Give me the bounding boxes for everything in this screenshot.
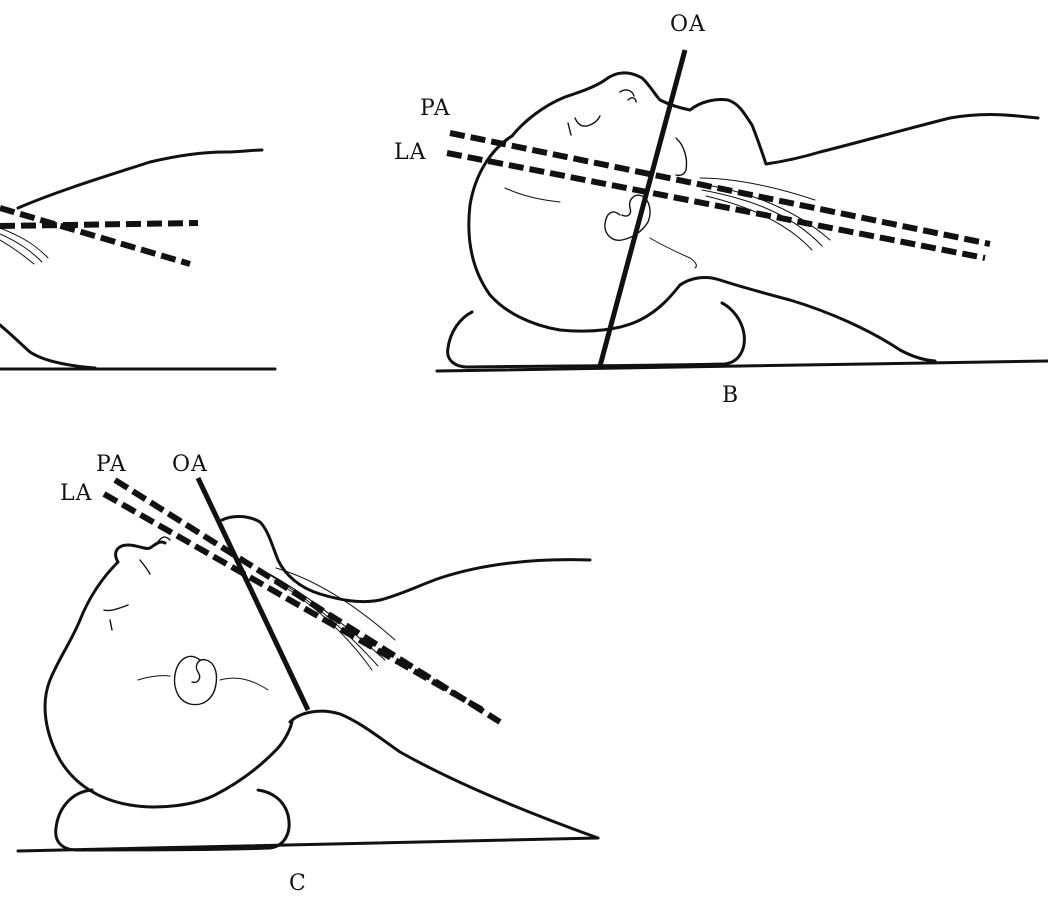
panel-b-label-la: LA: [394, 140, 427, 165]
panel-a-axis-upper: [0, 220, 199, 229]
panel-b-axis-oa: [597, 49, 688, 367]
panel-b-shoulder: [678, 276, 937, 363]
panel-b-eyelash: [567, 115, 601, 136]
panel-b-eye-brow: [619, 89, 637, 103]
panel-a-neck-back-outline: [16, 148, 264, 210]
panel-c-pillow: [54, 788, 291, 852]
panel-b-ear: [604, 194, 651, 241]
panel-a: [0, 148, 277, 371]
panel-b-neck-muscle-lines: [699, 177, 831, 251]
panel-b-letter: B: [722, 383, 738, 408]
panel-b-jaw-stubble: [504, 187, 697, 269]
panel-c-ear: [173, 655, 218, 706]
panel-c-table-line: [16, 836, 600, 853]
panel-c-axis-oa: [195, 476, 311, 712]
panel-c-back-of-head: [220, 515, 592, 604]
panel-b: OA PA LA B: [394, 12, 1048, 408]
panel-b-axis-pa: [449, 130, 991, 247]
panel-b-nose-lip: [675, 137, 688, 177]
panel-b-pillow: [446, 301, 746, 369]
panel-a-neck-muscle-lines: [0, 227, 49, 265]
panel-b-head-outline: [510, 71, 1040, 166]
panel-c-letter: C: [289, 871, 306, 896]
panel-b-label-oa: OA: [670, 12, 706, 37]
panel-a-axis-lower: [0, 205, 191, 267]
panel-b-label-pa: PA: [420, 96, 451, 121]
panel-c-jaw-stubble: [137, 675, 269, 691]
panel-c-label-oa: OA: [172, 452, 208, 477]
panel-c-eye: [103, 559, 151, 631]
panel-c-shoulder: [288, 709, 600, 840]
panel-c-axis-la: [102, 491, 488, 715]
panel-b-table-line: [435, 359, 1048, 373]
panel-b-axis-la: [446, 150, 986, 261]
panel-c-label-la: LA: [60, 481, 93, 506]
panel-c-nose: [155, 536, 171, 546]
panel-c: PA OA LA C: [16, 452, 600, 896]
panel-a-shoulder-outline: [0, 323, 97, 370]
panel-c-label-pa: PA: [96, 452, 127, 477]
panel-b-skull-outline: [467, 134, 682, 333]
